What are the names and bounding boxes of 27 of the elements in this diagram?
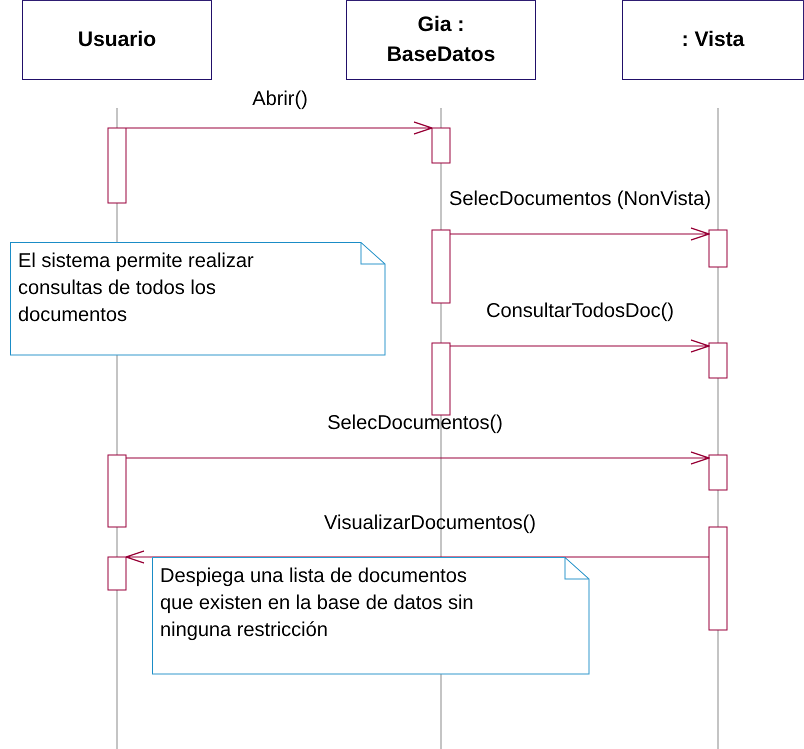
message-arrow	[126, 451, 710, 465]
activation-bar	[108, 454, 126, 528]
message-label: ConsultarTodosDoc()	[486, 300, 674, 323]
note	[152, 557, 590, 675]
activation-bar	[108, 556, 126, 590]
message-arrow	[125, 550, 710, 564]
note-text: Despiega una lista de documentos que existen en la base de datos sin ninguna restricción	[160, 564, 475, 643]
message-arrow	[450, 339, 710, 353]
message-arrow	[450, 227, 710, 241]
participant-box: Usuario	[22, 0, 212, 80]
activation-bar	[432, 230, 450, 304]
activation-bar	[708, 526, 728, 630]
message-arrow	[126, 121, 433, 135]
message-label: Abrir()	[252, 88, 308, 111]
note	[10, 242, 386, 356]
message-label: VisualizarDocumentos()	[324, 512, 536, 535]
activation-bar	[708, 230, 728, 268]
activation-bar	[708, 454, 728, 490]
participant-box: : Vista	[622, 0, 804, 80]
participant-box: Gia : BaseDatos	[346, 0, 536, 80]
activation-bar	[108, 128, 126, 204]
activation-bar	[432, 342, 450, 416]
activation-bar	[708, 342, 728, 378]
activation-bar	[432, 128, 450, 164]
note-text: El sistema permite realizar consultas de todos los documentos	[18, 249, 255, 328]
message-label: SelecDocumentos (NonVista)	[449, 188, 711, 211]
message-label: SelecDocumentos()	[327, 412, 503, 435]
